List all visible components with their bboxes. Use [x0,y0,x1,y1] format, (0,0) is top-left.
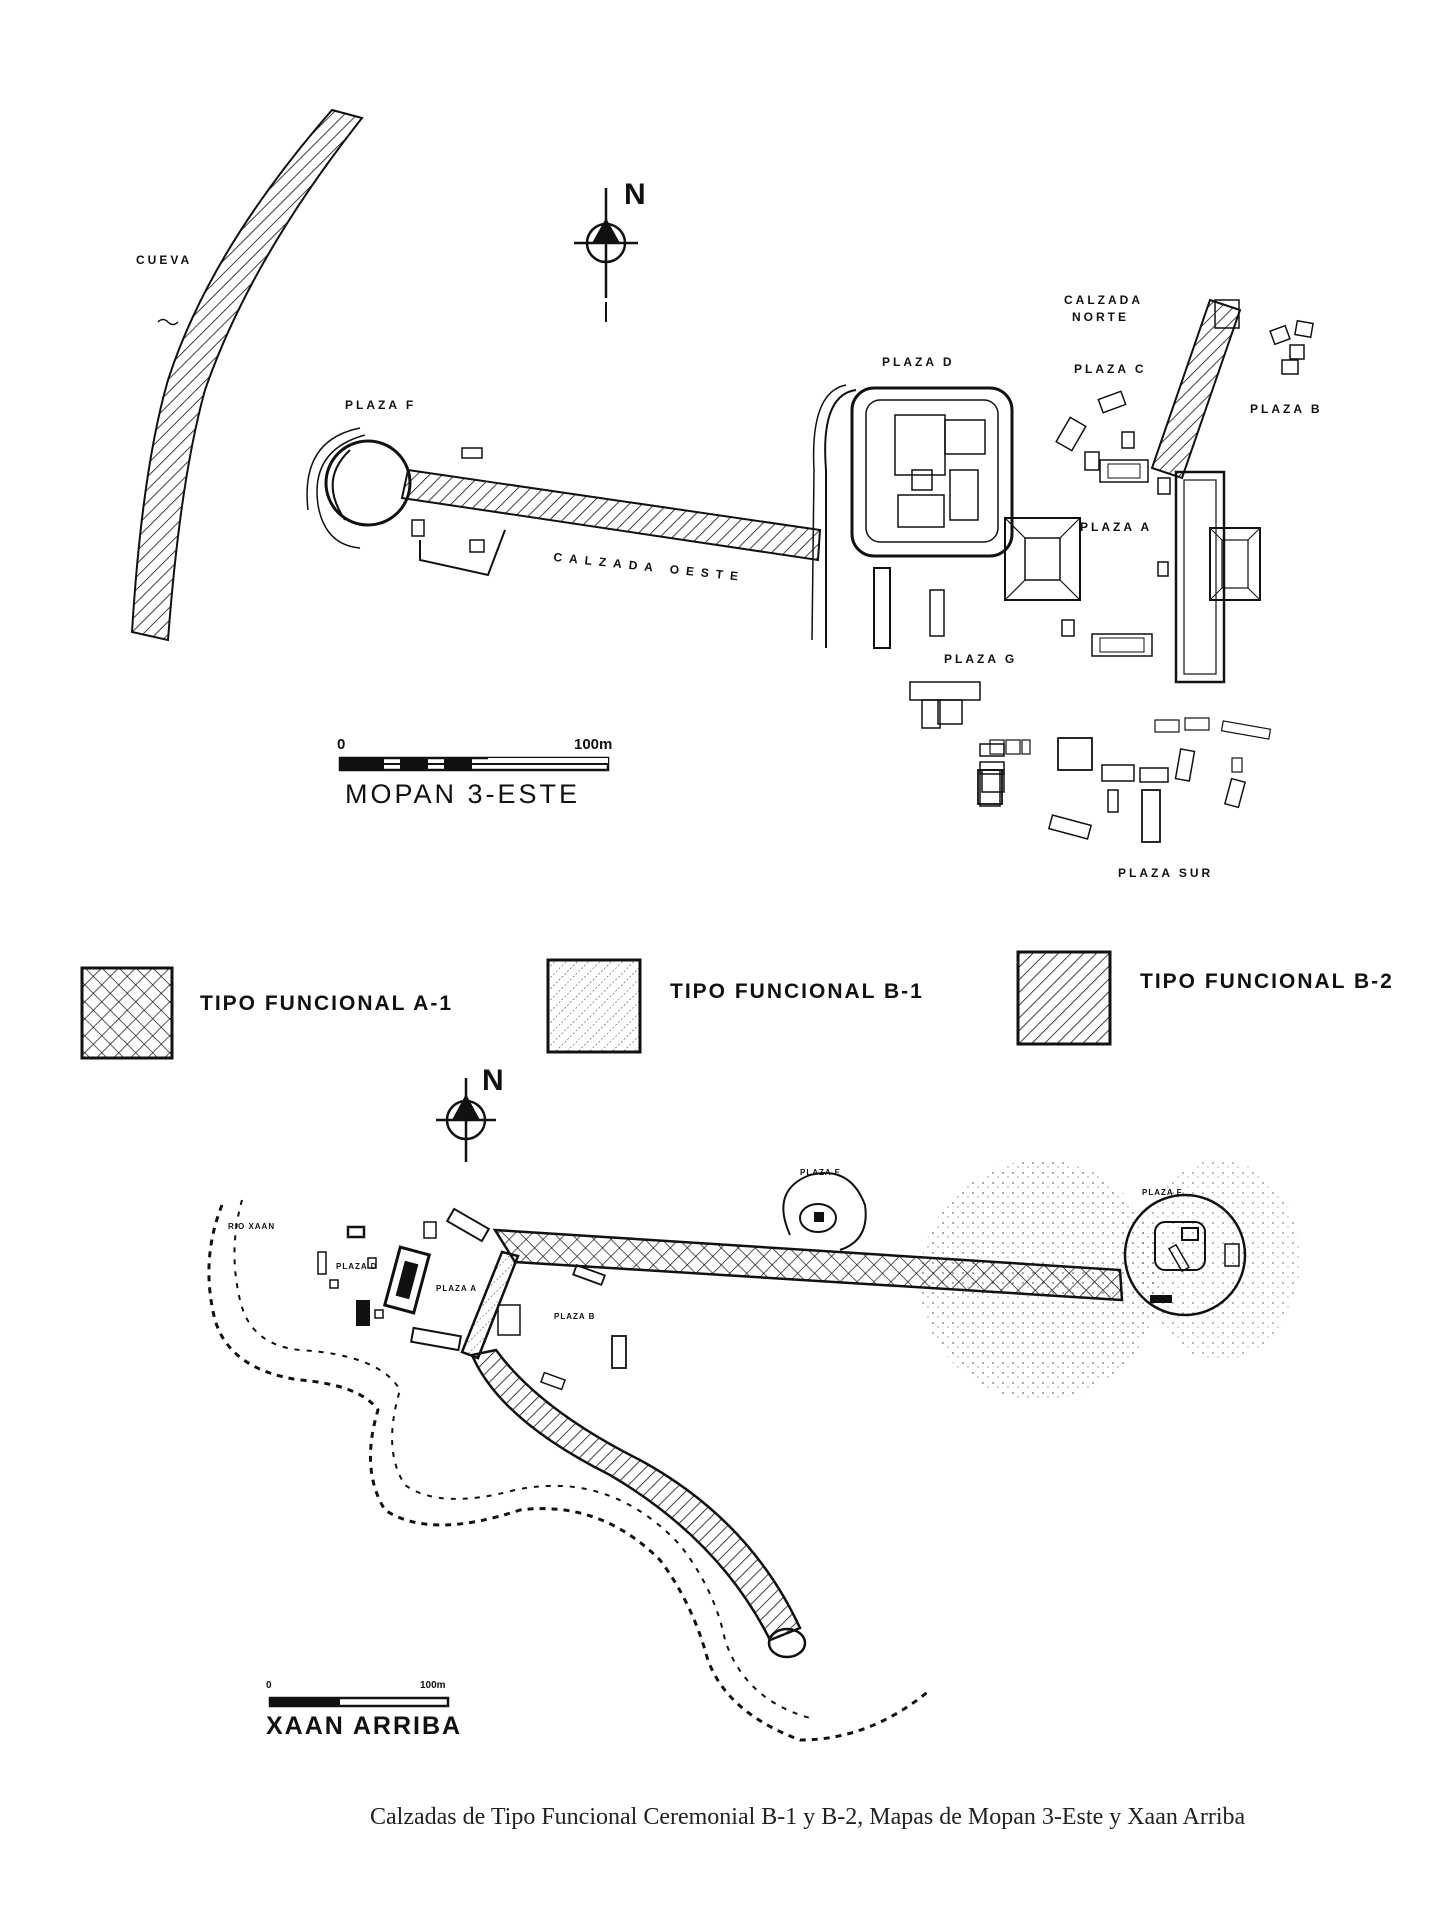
label-cueva: CUEVA [136,253,193,267]
label-xaan-plaza-b: PLAZA B [554,1312,596,1321]
legend-swatch-b1 [546,958,642,1054]
xaan-scale-start: 0 [266,1680,272,1691]
label-rio-xaan: RIO XAAN [228,1222,276,1231]
label-plaza-d: PLAZA D [882,355,955,369]
legend-label-b2: TIPO FUNCIONAL B-2 [1140,970,1394,993]
label-xaan-plaza-d: PLAZA D [336,1262,378,1271]
legend-label-b1: TIPO FUNCIONAL B-1 [670,980,924,1003]
mopan-map [130,108,1314,843]
calzada-norte [1150,298,1242,480]
north-arrow-icon [574,188,638,322]
north-arrow-icon [436,1078,496,1162]
label-calzada-norte-1: CALZADA [1064,293,1143,307]
figure-caption: Calzadas de Tipo Funcional Ceremonial B-… [370,1804,1246,1830]
legend-swatch-a1 [80,966,174,1060]
label-xaan-plaza-f: PLAZA F [1142,1188,1183,1197]
xaan-scale-bar [268,1696,450,1708]
label-plaza-c: PLAZA C [1074,362,1147,376]
label-plaza-sur: PLAZA SUR [1118,866,1214,880]
label-plaza-f: PLAZA F [345,398,417,412]
label-xaan-plaza-a: PLAZA A [436,1284,478,1293]
cueva-band [130,108,364,642]
mopan-title: MOPAN 3-ESTE [345,779,581,809]
calzada-este-a1 [492,1228,1124,1302]
calzada-oeste [400,468,822,562]
label-plaza-a: PLAZA A [1080,520,1153,534]
label-xaan-plaza-e: PLAZA E [800,1168,841,1177]
label-plaza-b: PLAZA B [1250,402,1323,416]
mopan-scale-bar [338,756,610,772]
mopan-scale-end: 100m [574,736,613,753]
legend [80,950,1112,1060]
xaan-map [207,1078,1300,1742]
mopan-north-label: N [624,178,646,211]
calzada-sur-b2 [470,1348,802,1642]
legend-label-a1: TIPO FUNCIONAL A-1 [200,992,454,1015]
xaan-north-label: N [482,1064,504,1097]
label-calzada-norte-2: NORTE [1072,310,1129,324]
xaan-scale-end: 100m [420,1680,446,1691]
xaan-title: XAAN ARRIBA [266,1712,463,1740]
mopan-scale-start: 0 [337,736,346,753]
label-plaza-g: PLAZA G [944,652,1018,666]
legend-swatch-b2 [1016,950,1112,1046]
